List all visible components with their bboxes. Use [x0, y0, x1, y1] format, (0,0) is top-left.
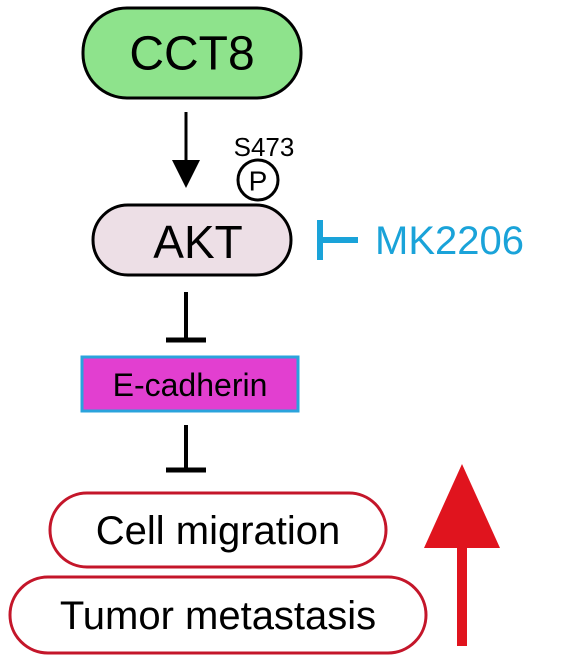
tumor-metastasis-box	[8, 575, 428, 655]
phospho-site-label: S473	[234, 132, 295, 162]
akt-label: AKT	[153, 216, 242, 268]
ecadherin-label: E-cadherin	[113, 367, 268, 403]
mk2206-label: MK2206	[375, 219, 524, 263]
cell-migration-node: Cell migration	[48, 491, 388, 569]
activation-arrow	[172, 112, 200, 188]
akt-box	[91, 203, 293, 277]
cell-migration-label: Cell migration	[96, 509, 341, 553]
cct8-label: CCT8	[129, 28, 254, 81]
tumor-metastasis-label: Tumor metastasis	[60, 594, 376, 638]
increase-arrow	[424, 464, 500, 646]
ecadherin-node: E-cadherin	[80, 355, 300, 413]
inhibition-bar-ecadherin-migration	[166, 425, 206, 473]
akt-node: AKT	[91, 203, 293, 277]
cell-migration-box	[48, 491, 388, 569]
cct8-box	[81, 6, 303, 100]
phosphate-symbol: P	[249, 166, 268, 197]
phosphate-circle	[236, 158, 280, 202]
inhibition-bar-akt-ecadherin	[166, 292, 206, 343]
mk2206-inhibition: MK2206	[317, 219, 524, 263]
ecadherin-box	[80, 355, 300, 413]
phosphorylation-mark: S473 P	[234, 132, 295, 202]
cct8-node: CCT8	[81, 6, 303, 100]
tumor-metastasis-node: Tumor metastasis	[8, 575, 428, 655]
